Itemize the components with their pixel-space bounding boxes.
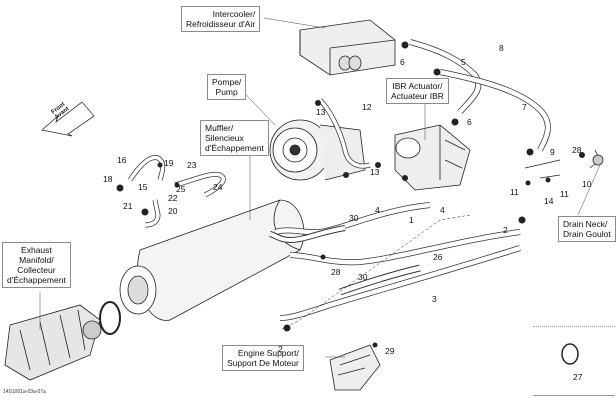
intercooler-part [299, 19, 396, 76]
callout-14: 14 [544, 196, 554, 206]
callout-11: 11 [510, 187, 519, 197]
callout-1: 1 [409, 215, 414, 225]
callout-18: 18 [103, 174, 113, 184]
front-arrow-icon [41, 101, 95, 137]
label-engine-support: Engine Support/ Support De Moteur [222, 345, 304, 371]
callout-6: 6 [400, 57, 405, 67]
callout-9: 9 [550, 147, 555, 157]
label-pump: Pompe/ Pump [207, 74, 247, 100]
inset-box [533, 326, 615, 396]
callout-8: 8 [499, 43, 504, 53]
muffler-part [119, 199, 305, 321]
callout-28: 28 [572, 145, 582, 155]
callout-24: 24 [213, 182, 223, 192]
callout-29: 29 [385, 346, 395, 356]
callout-13: 13 [316, 107, 326, 117]
clamps [116, 41, 585, 348]
callout-25: 25 [176, 184, 186, 194]
callout-16: 16 [117, 155, 127, 165]
callout-15: 15 [138, 182, 148, 192]
clamp-27-part [561, 343, 579, 365]
label-drain-neck: Drain Neck/ Drain Goulot [558, 216, 616, 242]
callout-10: 10 [582, 179, 592, 189]
callout-4: 4 [440, 205, 445, 215]
exhaust-manifold-part [4, 304, 102, 381]
document-id: 14S1001a-03a-07a [3, 389, 46, 395]
callout-30: 30 [358, 272, 368, 282]
callout-19: 19 [164, 158, 174, 168]
clamp-part [99, 301, 121, 335]
label-ibr-actuator: IBR Actuator/ Actuateur IBR [386, 78, 449, 104]
ibr-actuator-part [394, 124, 471, 191]
callout-3: 3 [432, 294, 437, 304]
callout-5: 5 [461, 57, 466, 67]
label-intercooler: Intercooler/ Refroidisseur d'Air [181, 6, 261, 32]
callout-2: 2 [278, 344, 283, 354]
callout-27: 27 [573, 372, 583, 382]
callout-13: 13 [370, 167, 380, 177]
callout-23: 23 [187, 160, 197, 170]
label-exhaust-manifold: Exhaust Manifold/ Collecteur d'Échappeme… [2, 242, 71, 288]
pump-part [269, 119, 366, 181]
callout-2: 2 [503, 225, 508, 235]
callout-11: 11 [560, 189, 569, 199]
callout-12: 12 [362, 102, 372, 112]
engine-support-part [329, 344, 381, 391]
callout-6: 6 [467, 117, 472, 127]
callout-28: 28 [331, 267, 341, 277]
label-muffler: Muffler/ Silencieux d'Échappement [200, 120, 269, 156]
callout-7: 7 [522, 102, 527, 112]
callout-21: 21 [123, 201, 133, 211]
callout-22: 22 [168, 193, 178, 203]
callout-20: 20 [168, 206, 178, 216]
callout-4: 4 [375, 205, 380, 215]
callout-26: 26 [433, 252, 443, 262]
callout-30: 30 [349, 213, 359, 223]
